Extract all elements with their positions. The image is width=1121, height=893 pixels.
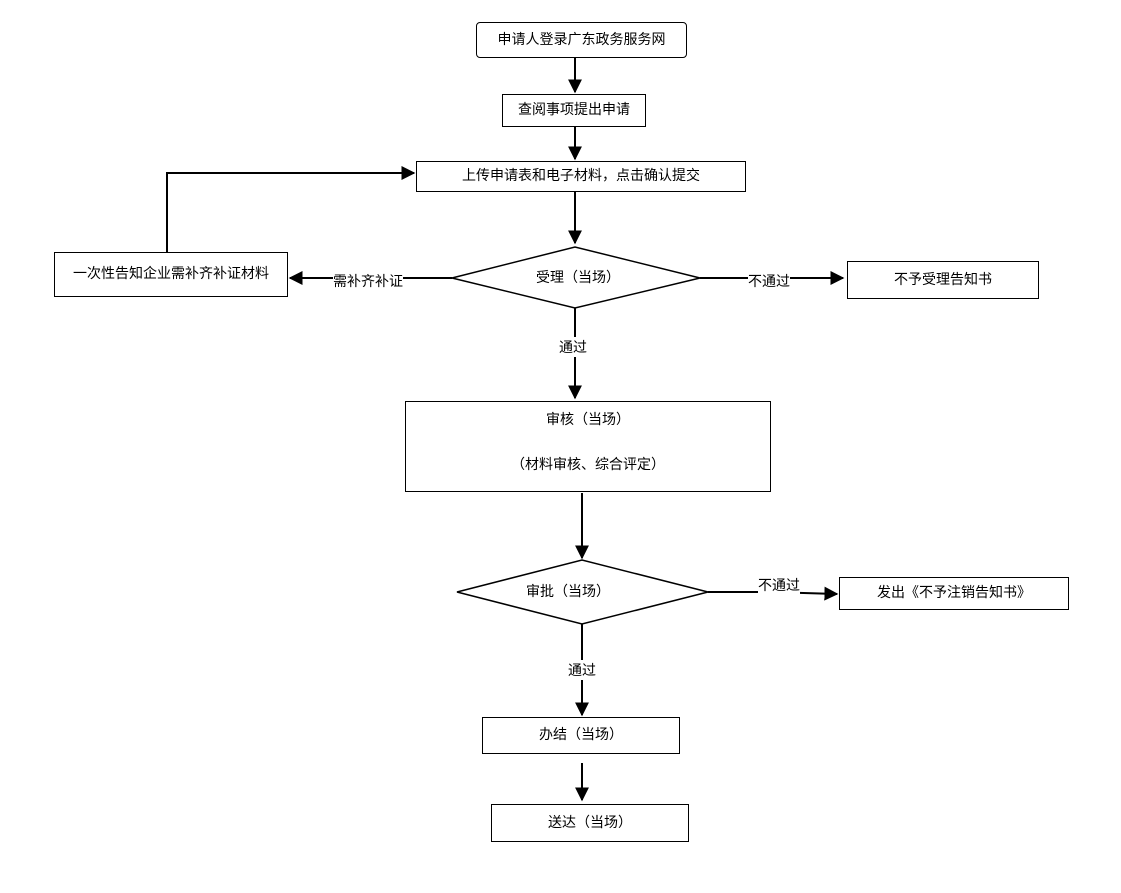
label-pass-approve: 通过 <box>568 660 596 680</box>
label-fail-accept: 不通过 <box>748 271 790 291</box>
step-reject-notice-text: 不予受理告知书 <box>894 271 992 288</box>
label-pass-accept: 通过 <box>559 337 587 357</box>
step-cancel-notice: 发出《不予注销告知书》 <box>839 577 1069 610</box>
step-login: 申请人登录广东政务服务网 <box>476 22 687 58</box>
step-complete-text: 办结（当场） <box>539 727 623 744</box>
step-reject-notice: 不予受理告知书 <box>847 261 1039 299</box>
step-review-title: 审核（当场） <box>546 412 630 428</box>
step-deliver: 送达（当场） <box>491 804 689 842</box>
step-query: 查阅事项提出申请 <box>502 94 646 127</box>
label-fail-approve: 不通过 <box>758 575 800 595</box>
label-need-supplement: 需补齐补证 <box>333 271 403 291</box>
step-upload-text: 上传申请表和电子材料，点击确认提交 <box>462 168 700 185</box>
step-upload: 上传申请表和电子材料，点击确认提交 <box>416 161 746 192</box>
step-cancel-notice-text: 发出《不予注销告知书》 <box>877 585 1031 602</box>
step-login-text: 申请人登录广东政务服务网 <box>497 31 666 48</box>
approve-diamond-shape <box>456 559 709 625</box>
step-review: 审核（当场） （材料审核、综合评定） <box>405 401 771 492</box>
step-notify-supplement-text: 一次性告知企业需补齐补证材料 <box>73 266 269 283</box>
accept-diamond-shape <box>451 246 701 309</box>
step-deliver-text: 送达（当场） <box>548 814 632 831</box>
step-notify-supplement: 一次性告知企业需补齐补证材料 <box>54 252 288 297</box>
arrow-supplement-upload <box>166 166 416 252</box>
step-review-sub: （材料审核、综合评定） <box>511 456 665 473</box>
step-query-text: 查阅事项提出申请 <box>518 102 630 119</box>
step-complete: 办结（当场） <box>482 717 680 754</box>
step-approve-text: 审批（当场） <box>526 584 610 600</box>
step-accept-text: 受理（当场） <box>536 270 620 286</box>
